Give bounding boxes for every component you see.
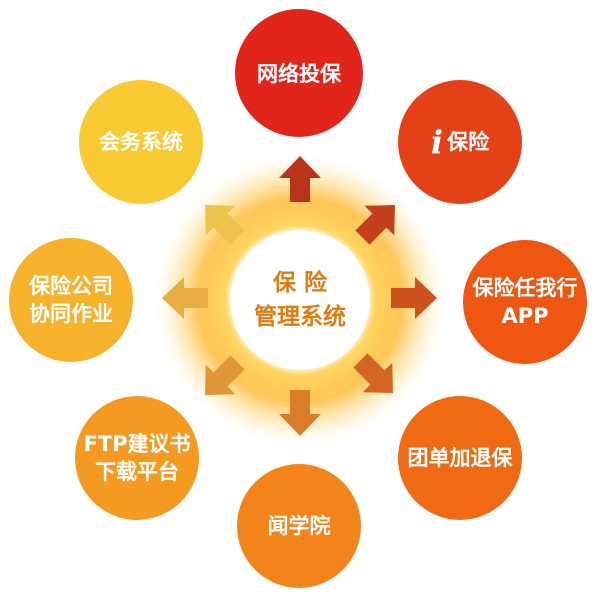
arrow-to-insurance-app-icon [391, 277, 437, 319]
arrow-to-conference-system-icon [205, 205, 245, 245]
center-title: 保 险 管理系统 [230, 260, 370, 340]
node-group [9, 9, 587, 588]
node-insurance-app[interactable]: 保险任我行 APP [460, 240, 590, 364]
node-ftp-download-line1: FTP建议书 [83, 432, 191, 456]
node-circle-online-insurance[interactable] [235, 9, 363, 137]
arrow-to-wen-academy-icon [279, 390, 321, 436]
node-conference-system[interactable]: 会务系统 [76, 80, 206, 204]
node-insurance-app-line1: 保险任我行 [472, 276, 578, 300]
node-ftp-download-line2: 下载平台 [95, 460, 179, 484]
node-wen-academy-label: 闻学院 [267, 514, 331, 538]
node-circle-insurer-collaboration[interactable] [9, 238, 133, 362]
node-online-insurance[interactable]: 网络投保 [234, 14, 364, 134]
node-circle-group-policy[interactable] [398, 396, 522, 520]
node-circle-ftp-download[interactable] [75, 396, 199, 520]
node-online-insurance-label: 网络投保 [257, 62, 341, 86]
center-title-line2: 管理系统 [254, 304, 346, 330]
node-insurer-collaboration-line2: 协同作业 [29, 302, 113, 326]
node-circle-conference-system[interactable] [79, 80, 203, 204]
node-group-policy[interactable]: 团单加退保 [395, 396, 525, 520]
node-i-insurance-label: 保险 [447, 130, 490, 154]
node-conference-system-label: 会务系统 [99, 130, 183, 154]
node-group-policy-label: 团单加退保 [407, 446, 513, 470]
arrow-group [162, 156, 437, 436]
node-circle-insurance-app[interactable] [463, 240, 587, 364]
node-insurer-collaboration[interactable]: 保险公司 协同作业 [6, 238, 136, 362]
arrow-to-ftp-download-icon [205, 355, 245, 395]
center-title-line1: 保 险 [272, 270, 327, 296]
node-circle-wen-academy[interactable] [237, 464, 361, 588]
node-circle-i-insurance[interactable] [398, 80, 522, 204]
arrow-to-group-policy-icon [353, 353, 393, 393]
node-insurance-app-line2: APP [501, 304, 549, 328]
center-disc [230, 230, 370, 370]
arrow-to-online-insurance-icon [279, 156, 321, 202]
node-ftp-download[interactable]: FTP建议书 下载平台 [72, 396, 202, 520]
arrow-to-i-insurance-icon [355, 205, 395, 245]
i-logo-icon: i [430, 123, 444, 161]
arrow-to-insurer-collaboration-icon [162, 277, 208, 319]
node-i-insurance[interactable]: i 保险 [395, 80, 525, 204]
node-wen-academy[interactable]: 闻学院 [234, 464, 364, 588]
node-insurer-collaboration-line1: 保险公司 [29, 274, 113, 298]
